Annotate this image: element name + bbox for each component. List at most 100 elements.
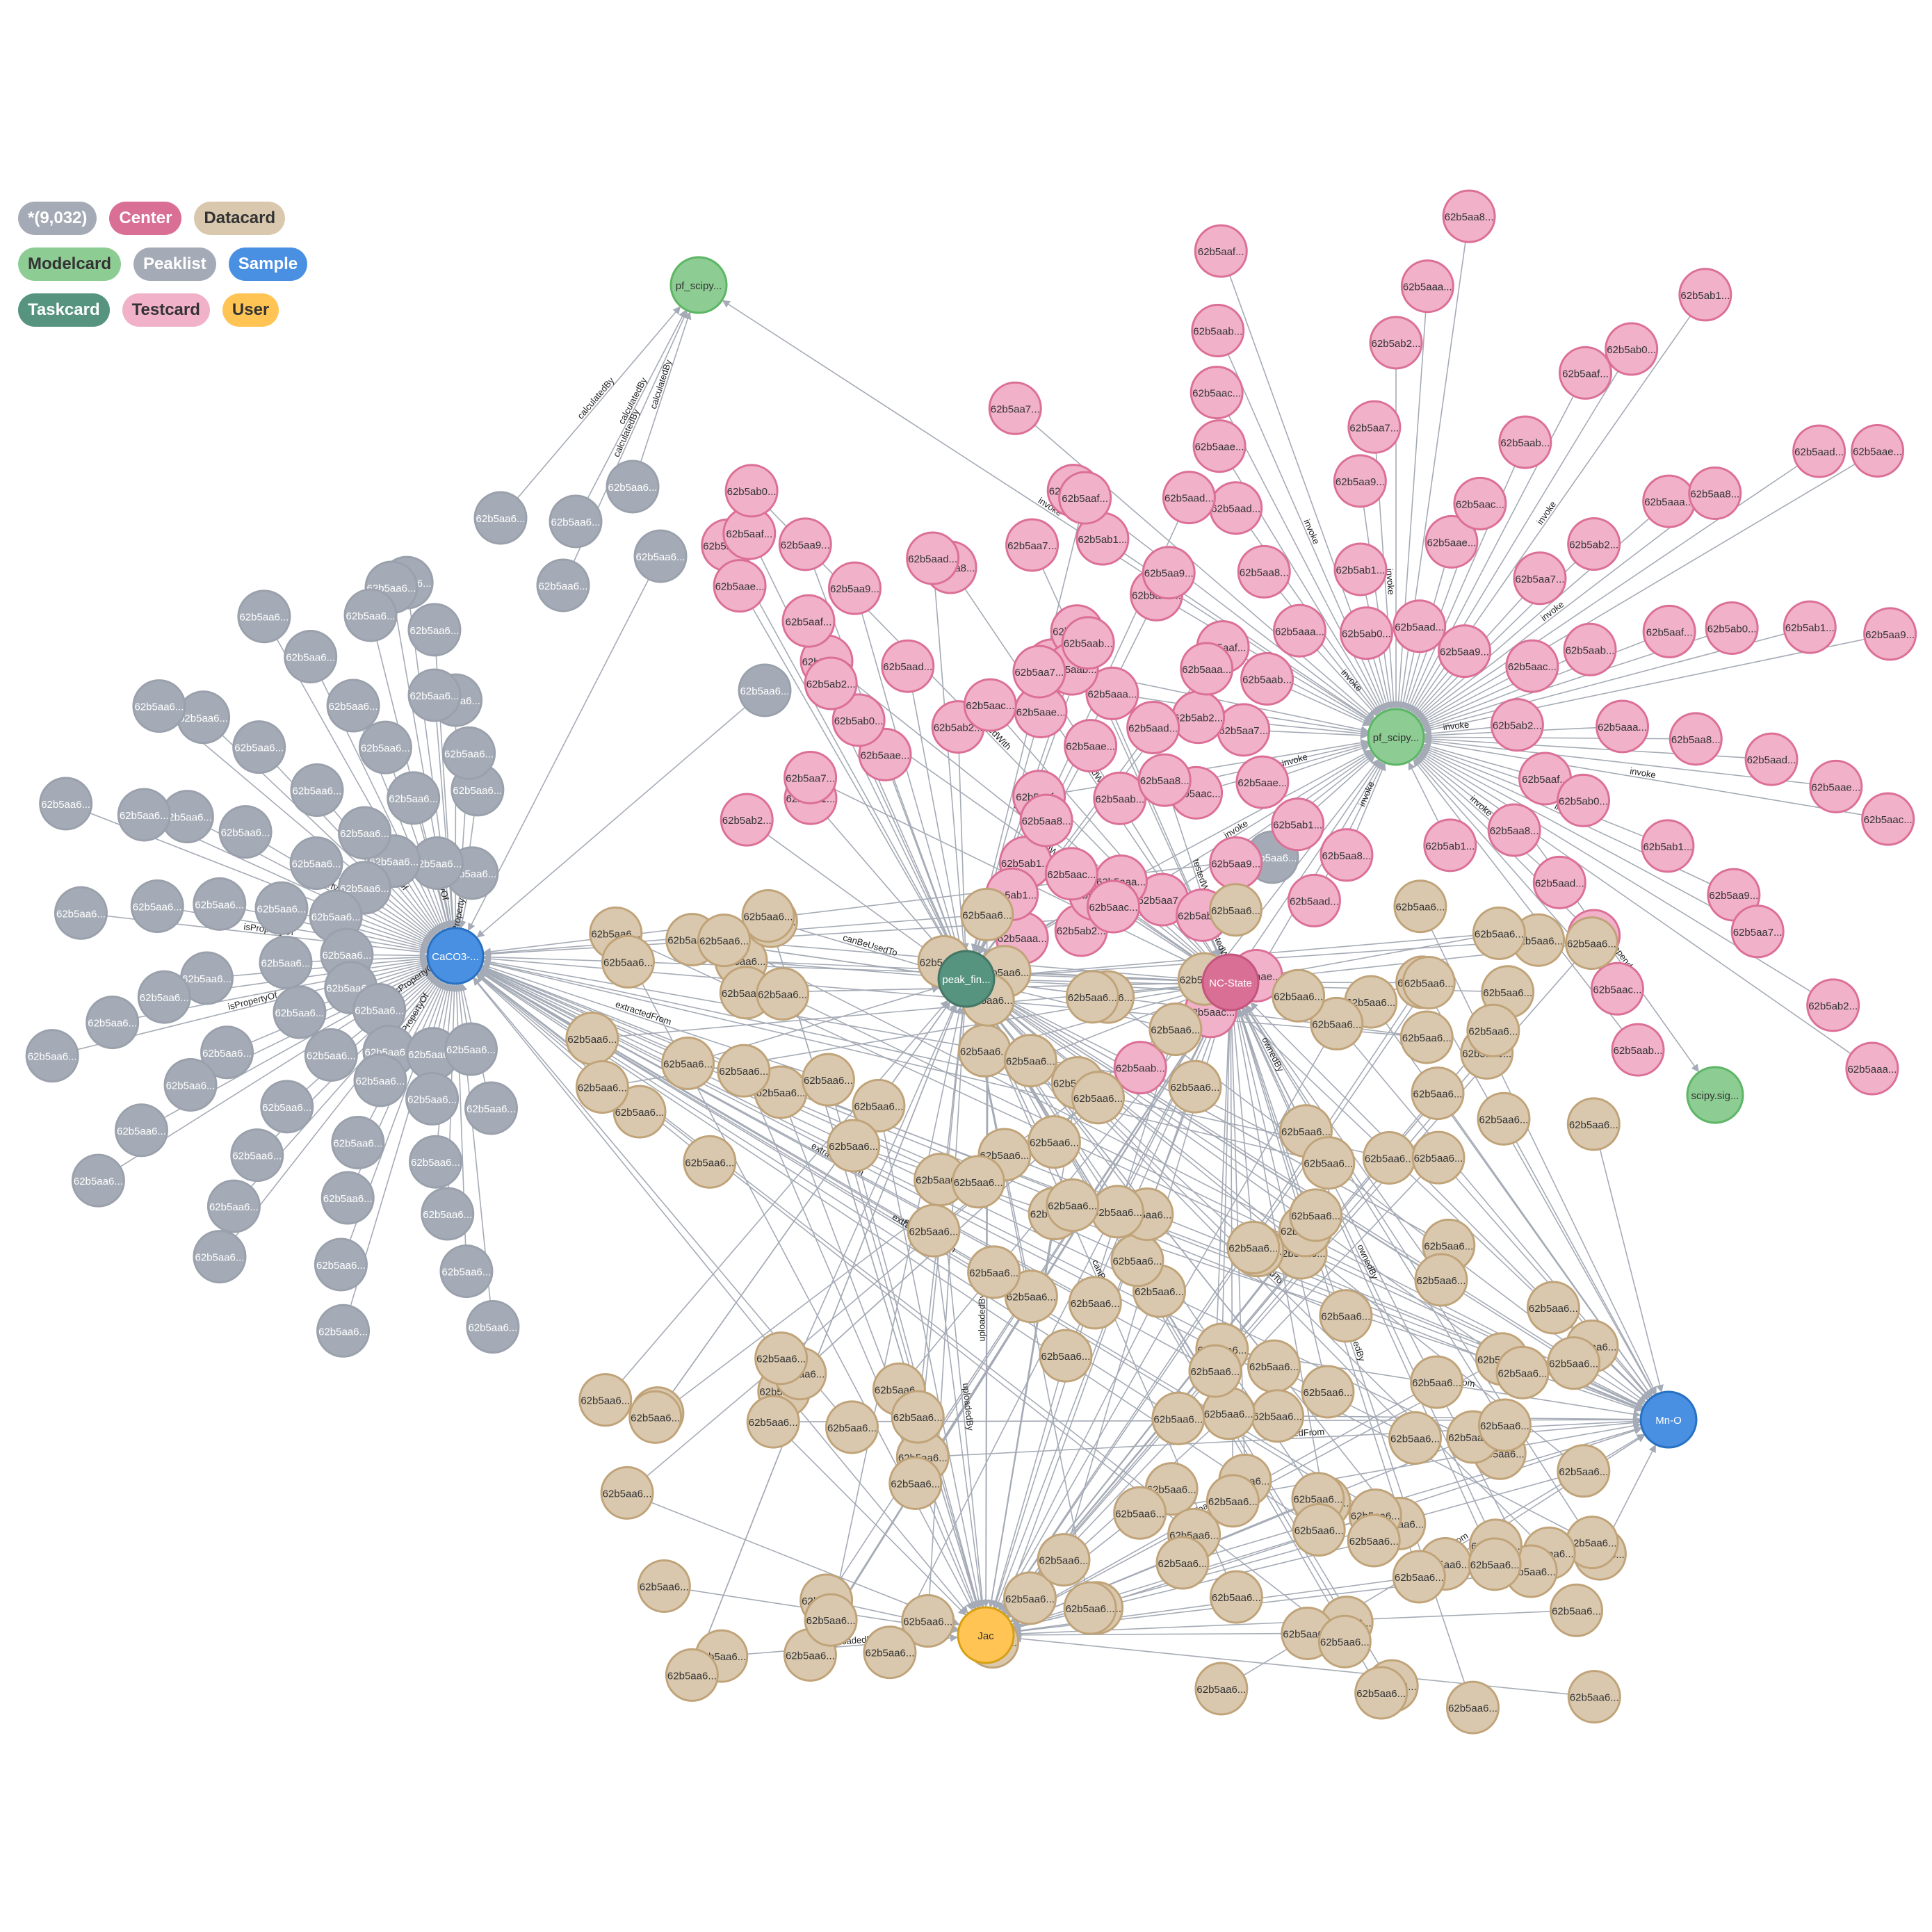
node-circle[interactable]: [218, 805, 273, 859]
node-circle[interactable]: [937, 950, 996, 1008]
graph-edge[interactable]: [771, 920, 940, 973]
node-circle[interactable]: [1168, 1060, 1222, 1114]
testcard-node[interactable]: 62b5aaf...: [722, 506, 777, 560]
node-circle[interactable]: [1851, 423, 1905, 478]
node-circle[interactable]: [444, 1022, 498, 1076]
node-circle[interactable]: [439, 1244, 494, 1299]
datacard-node[interactable]: 62b5aa6...: [1550, 1583, 1604, 1637]
peaklist-node[interactable]: 62b5aa6...: [358, 720, 412, 774]
graph-edge[interactable]: [1013, 1634, 1595, 1698]
peaklist-node[interactable]: 62b5aa6...: [304, 1028, 358, 1082]
legend-center-pill[interactable]: Center: [109, 202, 182, 235]
graph-edge[interactable]: [1162, 752, 1374, 900]
node-circle[interactable]: [1639, 1390, 1698, 1449]
graph-edge[interactable]: [467, 555, 661, 932]
node-circle[interactable]: [260, 1080, 314, 1134]
testcard-node[interactable]: 62b5aa8...: [1669, 712, 1723, 766]
datacard-node[interactable]: 62b5aa6...: [683, 1135, 737, 1189]
node-circle[interactable]: [1705, 601, 1759, 655]
node-circle[interactable]: [464, 1081, 518, 1135]
node-circle[interactable]: [1532, 855, 1586, 909]
graph-edge[interactable]: [999, 1023, 1338, 1612]
peaklist-node[interactable]: 62b5aa6...: [39, 777, 93, 831]
datacard-node[interactable]: 62b5aa6...: [1188, 1344, 1242, 1398]
node-circle[interactable]: [1423, 818, 1477, 872]
datacard-node[interactable]: 62b5aa6...: [1495, 1345, 1550, 1399]
node-circle[interactable]: [1086, 879, 1140, 934]
legend-taskcard-pill[interactable]: Taskcard: [18, 293, 110, 327]
graph-edge[interactable]: [632, 311, 692, 487]
testcard-node[interactable]: 62b5aab...: [1113, 1041, 1167, 1095]
testcard-node[interactable]: 62b5aac...: [1190, 366, 1244, 420]
node-circle[interactable]: [1347, 400, 1402, 454]
graph-edge[interactable]: [768, 916, 980, 1609]
node-circle[interactable]: [1012, 644, 1066, 699]
testcard-node[interactable]: 62b5aac...: [1861, 792, 1915, 846]
node-circle[interactable]: [827, 1119, 881, 1173]
testcard-node[interactable]: 62b5ab1...: [1783, 600, 1837, 654]
node-circle[interactable]: [1642, 604, 1696, 658]
graph-edge[interactable]: [784, 1390, 969, 1614]
graph-edge[interactable]: [1237, 1008, 1420, 1577]
datacard-node[interactable]: 62b5aa6...: [628, 1390, 683, 1444]
node-circle[interactable]: [1686, 1066, 1744, 1124]
graph-edge[interactable]: [1000, 982, 1423, 1613]
node-circle[interactable]: [575, 1060, 629, 1114]
graph-edge[interactable]: [1215, 1009, 1233, 1372]
testcard-node[interactable]: 62b5aac...: [1505, 639, 1559, 693]
node-circle[interactable]: [1442, 189, 1496, 243]
node-circle[interactable]: [713, 559, 767, 613]
graph-edge[interactable]: [932, 558, 968, 952]
testcard-node[interactable]: 62b5aa8...: [1237, 544, 1291, 599]
node-circle[interactable]: [1289, 1188, 1343, 1242]
node-circle[interactable]: [1730, 904, 1785, 959]
datacard-node[interactable]: 62b5aa6...: [1110, 1233, 1164, 1288]
graph-edge[interactable]: [1117, 1007, 1219, 1212]
graph-edge[interactable]: [1503, 1118, 1656, 1396]
datacard-node[interactable]: 62b5aa6...: [1392, 1550, 1446, 1604]
testcard-node[interactable]: 62b5aad...: [1287, 873, 1341, 927]
node-circle[interactable]: [290, 763, 344, 818]
node-circle[interactable]: [130, 879, 184, 934]
testcard-node[interactable]: 62b5aa7...: [1012, 644, 1066, 699]
graph-edge[interactable]: [830, 1005, 963, 1621]
testcard-node[interactable]: 62b5aad...: [1792, 424, 1846, 478]
graph-edge[interactable]: [286, 974, 435, 1107]
node-circle[interactable]: [967, 1245, 1021, 1299]
datacard-node[interactable]: 62b5aa6...: [1155, 1536, 1210, 1590]
testcard-node[interactable]: 62b5aa7...: [1135, 872, 1190, 927]
peaklist-node[interactable]: 62b5aa6...: [200, 1025, 254, 1080]
testcard-node[interactable]: 62b5aad...: [881, 639, 935, 693]
peaklist-node[interactable]: 62b5aa6...: [86, 996, 140, 1050]
testcard-node[interactable]: 62b5aae...: [713, 559, 767, 613]
node-circle[interactable]: [1564, 916, 1618, 971]
node-circle[interactable]: [132, 679, 186, 733]
node-circle[interactable]: [1126, 700, 1180, 754]
node-circle[interactable]: [1557, 773, 1611, 827]
graph-edge[interactable]: [772, 1421, 967, 1616]
node-circle[interactable]: [193, 877, 247, 931]
testcard-node[interactable]: 62b5aad...: [1126, 700, 1180, 754]
datacard-node[interactable]: 62b5aa6...: [1301, 1365, 1355, 1419]
node-circle[interactable]: [1605, 322, 1659, 376]
node-circle[interactable]: [442, 726, 496, 780]
testcard-node[interactable]: 62b5aa8...: [1320, 828, 1374, 882]
node-circle[interactable]: [881, 639, 935, 693]
peaklist-node[interactable]: 62b5aa6...: [230, 1128, 284, 1183]
datacard-node[interactable]: 62b5aa6...: [1466, 1003, 1520, 1057]
datacard-node[interactable]: 62b5aa6...: [665, 1648, 719, 1702]
graph-edge[interactable]: [1593, 1123, 1664, 1393]
node-circle[interactable]: [1002, 1571, 1057, 1625]
testcard-node[interactable]: 62b5ab1...: [1271, 797, 1325, 852]
datacard-node[interactable]: 62b5aa6...: [1347, 1513, 1401, 1568]
graph-edge[interactable]: [1421, 649, 1591, 726]
peaklist-node[interactable]: 62b5aa6...: [218, 805, 273, 859]
node-circle[interactable]: [426, 927, 485, 985]
datacard-node[interactable]: 62b5aa6...: [1194, 1662, 1249, 1716]
node-circle[interactable]: [1388, 1411, 1442, 1465]
datacard-node[interactable]: 62b5aa6...: [1168, 1060, 1222, 1114]
node-circle[interactable]: [1495, 1345, 1550, 1399]
node-circle[interactable]: [1402, 955, 1456, 1009]
node-circle[interactable]: [1806, 978, 1860, 1032]
